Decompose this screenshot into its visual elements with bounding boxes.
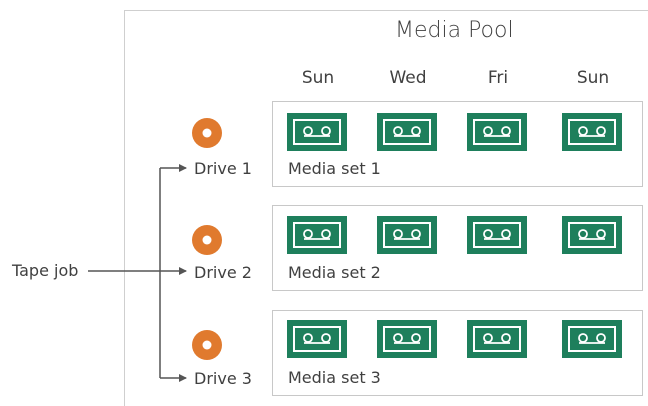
drive-disc-icon <box>192 330 222 360</box>
tape-cassette-icon <box>377 216 437 254</box>
drive-disc-icon <box>192 225 222 255</box>
tape-job-label: Tape job <box>12 261 79 280</box>
day-header-4: Sun <box>576 68 610 88</box>
media-pool-title: Media Pool <box>395 18 514 43</box>
tape-cassette-icon <box>562 216 622 254</box>
tape-cassette-icon <box>467 320 527 358</box>
day-header-1: Sun <box>301 68 335 88</box>
tape-cassette-icon <box>562 320 622 358</box>
tape-cassette-icon <box>467 216 527 254</box>
drive-label-3: Drive 3 <box>194 369 252 388</box>
tape-cassette-icon <box>562 113 622 151</box>
tape-cassette-icon <box>287 216 347 254</box>
drive-label-1: Drive 1 <box>194 159 252 178</box>
media-set-label-3: Media set 3 <box>288 368 381 387</box>
day-header-2: Wed <box>389 68 427 88</box>
media-set-label-1: Media set 1 <box>288 159 381 178</box>
media-pool-frame <box>124 10 648 406</box>
day-header-3: Fri <box>487 68 509 88</box>
drive-disc-icon <box>192 118 222 148</box>
tape-cassette-icon <box>377 113 437 151</box>
tape-cassette-icon <box>377 320 437 358</box>
drive-label-2: Drive 2 <box>194 263 252 282</box>
tape-cassette-icon <box>287 113 347 151</box>
tape-cassette-icon <box>467 113 527 151</box>
tape-cassette-icon <box>287 320 347 358</box>
media-set-label-2: Media set 2 <box>288 263 381 282</box>
